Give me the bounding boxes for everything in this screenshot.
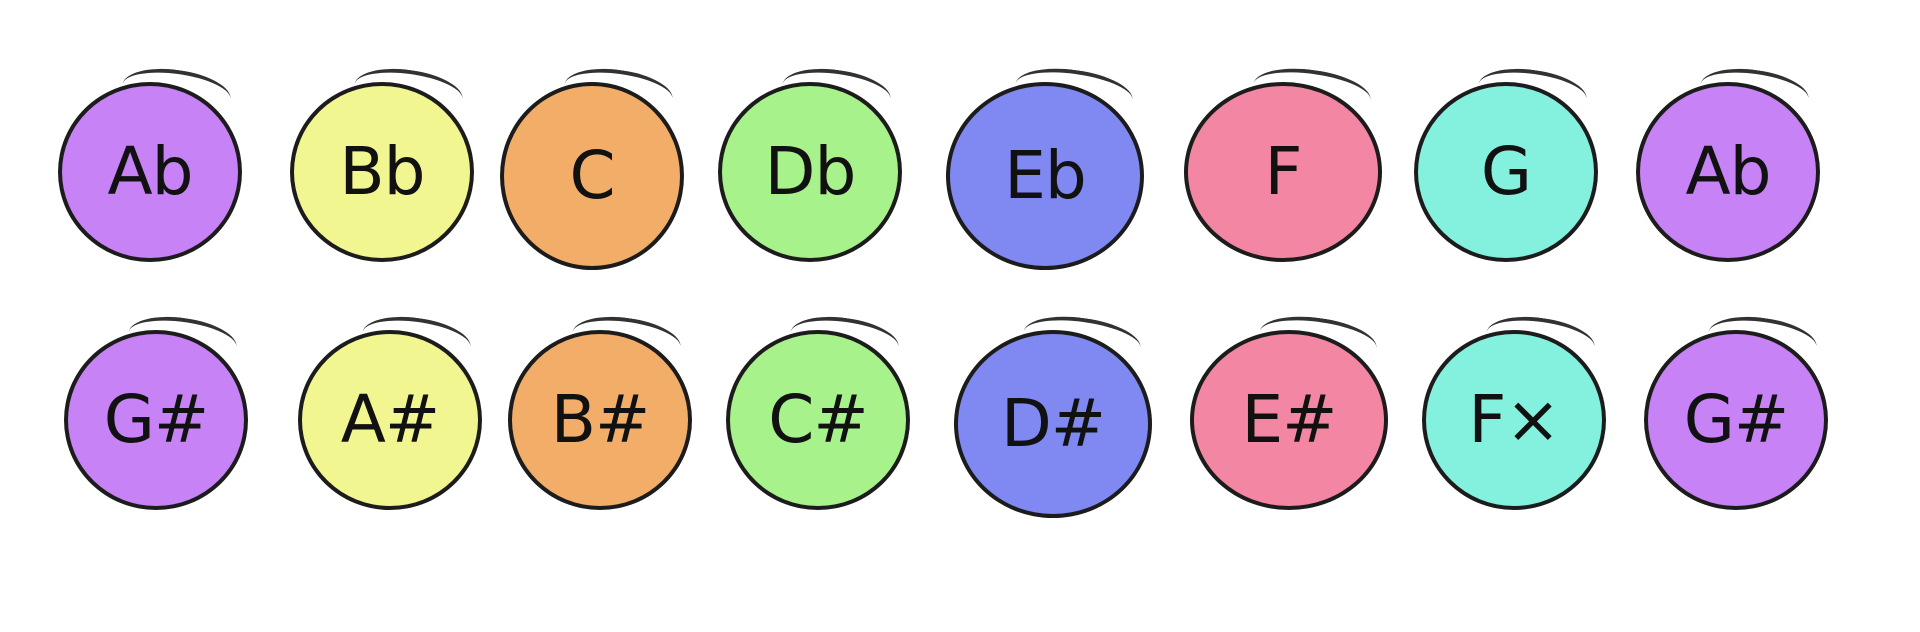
note-row-flats: Ab Bb C Db Eb F G Ab xyxy=(0,82,1920,282)
note-circle: C# xyxy=(726,330,910,510)
note-circle: B# xyxy=(508,330,692,510)
note-circle: G# xyxy=(1644,330,1828,510)
note-circle: F xyxy=(1184,82,1382,262)
note-circle: Eb xyxy=(946,82,1144,270)
note-circle: Ab xyxy=(1636,82,1820,262)
note-circle: G# xyxy=(64,330,248,510)
note-circle: E# xyxy=(1190,330,1388,510)
note-circle: G xyxy=(1414,82,1598,262)
note-circle: Ab xyxy=(58,82,242,262)
note-circle: Db xyxy=(718,82,902,262)
note-circle: C xyxy=(500,82,684,270)
note-circle: A# xyxy=(298,330,482,510)
note-circle: Bb xyxy=(290,82,474,262)
note-row-sharps: G# A# B# C# D# E# F× G# xyxy=(0,330,1920,530)
note-circle: F× xyxy=(1422,330,1606,510)
note-circle: D# xyxy=(954,330,1152,518)
